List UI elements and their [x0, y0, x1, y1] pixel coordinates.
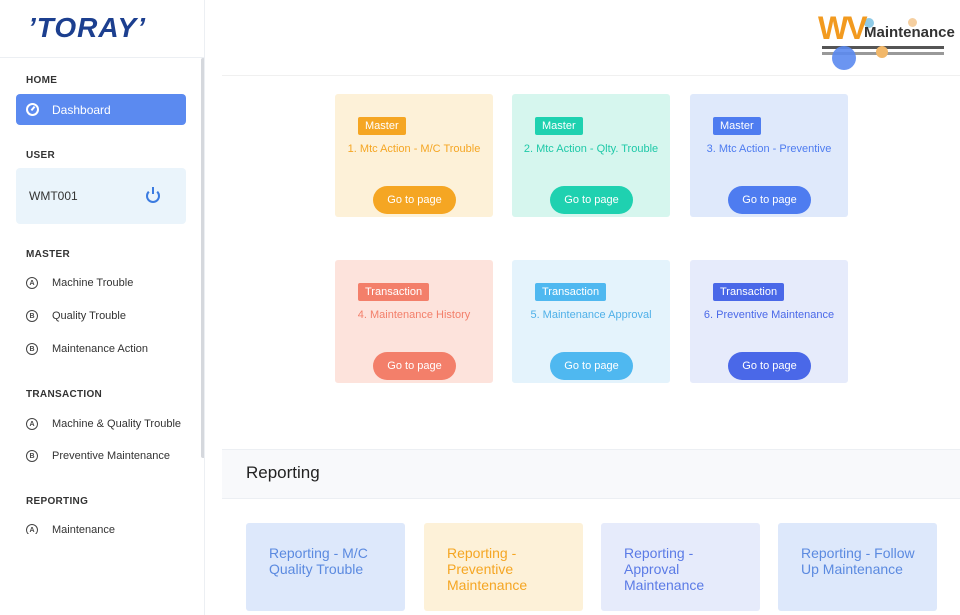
logo-dot [908, 18, 917, 27]
reporting-header: Reporting [222, 449, 960, 499]
logo-dot [832, 46, 856, 70]
reporting-card-mc-quality-trouble[interactable]: Reporting - M/C Quality Trouble [246, 523, 405, 611]
reporting-card-follow-up-maintenance[interactable]: Reporting - Follow Up Maintenance [778, 523, 937, 611]
wv-maintenance-logo: WV Maintenance [818, 10, 955, 72]
section-label-user: USER [26, 150, 55, 161]
logo-letters: WV [818, 10, 868, 46]
reporting-card-approval-maintenance[interactable]: Reporting - Approval Maintenance [601, 523, 760, 611]
card-mtc-action-qlty-trouble: Master 2. Mtc Action - Qlty. Trouble Go … [512, 94, 670, 217]
go-to-page-button[interactable]: Go to page [373, 352, 456, 380]
card-badge: Master [713, 117, 761, 135]
card-title: 3. Mtc Action - Preventive [706, 143, 832, 155]
header-divider [222, 75, 960, 76]
go-to-page-button[interactable]: Go to page [728, 352, 811, 380]
card-badge: Master [535, 117, 583, 135]
sidebar-item-label: Machine & Quality Trouble [52, 418, 182, 430]
sidebar-item-maintenance-action[interactable]: B Maintenance Action [26, 343, 148, 355]
letter-a-icon: A [26, 524, 38, 534]
section-label-home: HOME [26, 75, 58, 86]
sidebar-item-label: Machine Trouble [52, 277, 134, 289]
card-badge: Transaction [713, 283, 785, 301]
go-to-page-button[interactable]: Go to page [728, 186, 811, 214]
gauge-icon [26, 103, 39, 116]
sidebar-item-label: Preventive Maintenance [52, 450, 171, 462]
section-label-master: MASTER [26, 249, 71, 260]
sidebar-item-machine-trouble[interactable]: A Machine Trouble [26, 277, 133, 289]
section-label-reporting: REPORTING [26, 496, 89, 507]
card-badge: Master [358, 117, 406, 135]
letter-b-icon: B [26, 310, 38, 322]
card-maintenance-history: Transaction 4. Maintenance History Go to… [335, 260, 493, 383]
dashboard-panel: Master 1. Mtc Action - M/C Trouble Go to… [222, 76, 960, 449]
sidebar-item-dashboard[interactable]: Dashboard [16, 94, 186, 125]
reporting-title: Reporting [246, 463, 320, 482]
user-box: WMT001 [16, 168, 186, 224]
sidebar-scrollbar[interactable] [201, 58, 204, 458]
go-to-page-button[interactable]: Go to page [550, 352, 633, 380]
go-to-page-button[interactable]: Go to page [550, 186, 633, 214]
logo-dot [864, 18, 874, 28]
card-badge: Transaction [535, 283, 607, 301]
card-mtc-action-mc-trouble: Master 1. Mtc Action - M/C Trouble Go to… [335, 94, 493, 217]
logo-word: Maintenance [864, 24, 955, 41]
card-preventive-maintenance: Transaction 6. Preventive Maintenance Go… [690, 260, 848, 383]
sidebar-item-label: Dashboard [52, 102, 111, 117]
sidebar-item-quality-trouble[interactable]: B Quality Trouble [26, 310, 126, 322]
user-name: WMT001 [29, 189, 78, 203]
sidebar-item-label: Quality Trouble [52, 310, 126, 322]
letter-b-icon: B [26, 450, 38, 462]
toray-logo: ’TORAY’ [28, 12, 146, 43]
letter-a-icon: A [26, 418, 38, 430]
card-title: 6. Preventive Maintenance [703, 309, 835, 321]
card-title: 2. Mtc Action - Qlty. Trouble [523, 143, 659, 155]
sidebar: ’TORAY’ HOME Dashboard USER WMT001 MASTE… [0, 0, 205, 615]
sidebar-item-reporting-maintenance[interactable]: A Maintenance [26, 524, 115, 534]
card-mtc-action-preventive: Master 3. Mtc Action - Preventive Go to … [690, 94, 848, 217]
card-badge: Transaction [358, 283, 430, 301]
power-icon[interactable] [146, 187, 160, 203]
letter-a-icon: A [26, 277, 38, 289]
letter-b-icon: B [26, 343, 38, 355]
logo-dot [876, 46, 888, 58]
go-to-page-button[interactable]: Go to page [373, 186, 456, 214]
sidebar-item-label: Maintenance [52, 524, 115, 534]
sidebar-item-preventive-maintenance[interactable]: B Preventive Maintenance [26, 450, 170, 462]
card-title: 4. Maintenance History [357, 309, 471, 321]
card-title: 5. Maintenance Approval [530, 309, 652, 321]
sidebar-item-label: Maintenance Action [52, 343, 149, 355]
sidebar-item-machine-quality-trouble[interactable]: A Machine & Quality Trouble [26, 418, 181, 430]
card-maintenance-approval: Transaction 5. Maintenance Approval Go t… [512, 260, 670, 383]
logo-divider [0, 57, 204, 58]
reporting-panel: Reporting - M/C Quality Trouble Reportin… [222, 499, 960, 615]
sidebar-clip: A Maintenance [0, 518, 200, 534]
section-label-transaction: TRANSACTION [26, 389, 103, 400]
card-title: 1. Mtc Action - M/C Trouble [347, 143, 481, 155]
reporting-card-preventive-maintenance[interactable]: Reporting - Preventive Maintenance [424, 523, 583, 611]
